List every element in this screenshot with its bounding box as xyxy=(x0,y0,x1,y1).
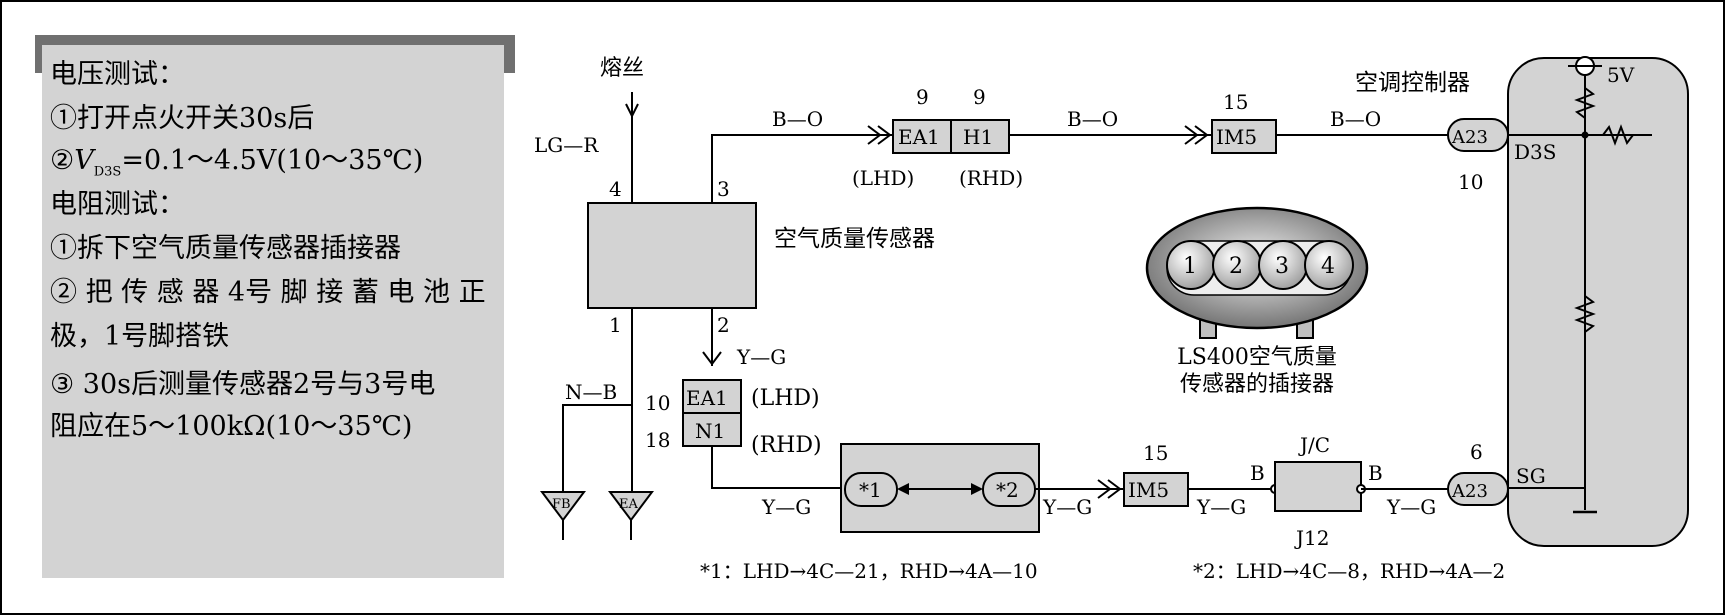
y-g-label-5: Y—G xyxy=(1386,495,1436,519)
star2-label: *2 xyxy=(996,478,1019,502)
star1-terminal xyxy=(844,472,898,507)
n1-pin-number: 18 xyxy=(645,428,670,452)
h1-pin-number: 9 xyxy=(973,85,986,109)
connector-arrow-icon xyxy=(877,125,892,145)
pulldown-resistor-icon xyxy=(1574,295,1596,333)
ea-ground-symbol xyxy=(608,491,654,522)
footnote-star1: *1：LHD→4C—21，RHD→4A—10 xyxy=(700,559,1038,583)
b-o-wire-1 xyxy=(711,134,893,203)
fb-ground-symbol xyxy=(540,491,586,522)
jc-b-left-label: B xyxy=(1250,461,1265,485)
ea1-bottom-label: EA1 xyxy=(686,386,728,410)
voltage-step-2-range: =0.1～4.5V(10～35℃) xyxy=(121,145,424,176)
connector-pin-4-label: 4 xyxy=(1321,254,1335,279)
y-g-label-2: Y—G xyxy=(761,495,811,519)
ea1-bottom-pin-number: 10 xyxy=(645,391,670,415)
sensor-pin-2: 2 xyxy=(717,313,730,337)
im5-bottom-pin-number: 15 xyxy=(1143,441,1168,465)
n1-label: N1 xyxy=(695,419,725,443)
sensor-pin-3: 3 xyxy=(717,177,730,201)
im5-top-pin-number: 15 xyxy=(1223,90,1248,114)
im5-top-label: IM5 xyxy=(1216,125,1257,149)
connector-arrow-icon xyxy=(1194,125,1209,145)
fb-ground-label: FB xyxy=(552,497,571,512)
voltage-step-2-prefix: ② xyxy=(50,145,75,176)
rhd-label-bottom: (RHD) xyxy=(751,433,822,458)
im5-top-connector xyxy=(1211,119,1277,154)
y-g-label-3: Y—G xyxy=(1042,495,1092,519)
connector-arrow-icon xyxy=(1184,125,1199,145)
resistance-step-3-line-2: 阻应在5～100kΩ(10～35℃) xyxy=(50,411,413,442)
sensor-pin-4: 4 xyxy=(609,177,622,201)
fuse-label: 熔丝 xyxy=(600,56,644,81)
ac-controller-box xyxy=(1507,57,1689,547)
voltage-test-heading: 电压测试： xyxy=(50,59,185,90)
jc-b-right-label: B xyxy=(1368,461,1383,485)
lg-r-wire-label: LG—R xyxy=(534,133,599,157)
ea-ground-label: EA xyxy=(619,497,638,512)
jc-label: J/C xyxy=(1298,433,1330,457)
pullup-resistor-icon xyxy=(1574,87,1596,119)
a23-bottom-pin-number: 6 xyxy=(1470,440,1483,464)
a23-top-pin-number: 10 xyxy=(1458,170,1483,194)
resistance-step-3-line-1: ③ 30s后测量传感器2号与3号电 xyxy=(50,369,436,400)
connector-arrow-icon xyxy=(867,125,882,145)
h1-connector-label: H1 xyxy=(963,125,993,149)
resistance-step-1: ①拆下空气质量传感器插接器 xyxy=(50,233,401,264)
n-b-wire-label: N—B xyxy=(565,380,617,404)
a23-top-label: A23 xyxy=(1451,127,1488,148)
lhd-label-bottom: (LHD) xyxy=(751,386,820,411)
fuse-arrow-icon xyxy=(625,103,639,119)
junction-dot xyxy=(1581,131,1589,139)
voltage-step-1: ①打开点火开关30s后 xyxy=(50,103,315,134)
resistance-step-2-line-1: ② 把 传 感 器 4号 脚 接 蓄 电 池 正 xyxy=(50,277,486,308)
connector-arrow-icon xyxy=(1107,479,1122,499)
ac-controller-label: 空调控制器 xyxy=(1355,70,1470,96)
voltage-subscript: D3S xyxy=(93,164,122,180)
resistance-step-2-line-2: 极，1号脚搭铁 xyxy=(50,321,230,352)
b-o-label-1: B—O xyxy=(772,107,823,131)
a23-bottom-label: A23 xyxy=(1451,481,1488,502)
arrow-right-icon xyxy=(971,483,983,495)
b-o-label-2: B—O xyxy=(1067,107,1118,131)
rhd-label-top: (RHD) xyxy=(959,166,1023,190)
jc-junction-connector xyxy=(1274,461,1362,512)
star1-label: *1 xyxy=(859,478,882,502)
input-resistor-icon xyxy=(1602,124,1634,146)
connector-caption-line-1: LS400空气质量 xyxy=(1177,345,1337,370)
footnote-star2: *2：LHD→4C—8，RHD→4A—2 xyxy=(1193,559,1505,583)
voltage-variable: V xyxy=(74,145,94,176)
arrow-left-icon xyxy=(897,483,909,495)
im5-bottom-connector xyxy=(1123,472,1189,507)
connector-pin-1-label: 1 xyxy=(1183,254,1197,279)
ea1-pin-number: 9 xyxy=(916,85,929,109)
sg-terminal-label: SG xyxy=(1516,464,1546,488)
air-quality-sensor-label: 空气质量传感器 xyxy=(774,226,935,252)
d3s-terminal-label: D3S xyxy=(1514,140,1556,164)
lhd-label-top: (LHD) xyxy=(852,166,914,190)
connector-caption-line-2: 传感器的插接器 xyxy=(1180,372,1334,397)
air-quality-sensor-box xyxy=(587,202,757,309)
connector-pin-3-label: 3 xyxy=(1275,254,1289,279)
resistance-test-heading: 电阻测试： xyxy=(50,189,185,220)
ea1-connector-label: EA1 xyxy=(898,125,940,149)
b-o-label-3: B—O xyxy=(1330,107,1381,131)
connector-pin-4 xyxy=(1304,240,1354,290)
connector-arrow-icon xyxy=(1097,479,1112,499)
y-g-wire-2 xyxy=(711,446,845,489)
a23-bottom-pin xyxy=(1447,472,1509,506)
y-g-label-4: Y—G xyxy=(1196,495,1246,519)
voltage-step-2: ②VD3S=0.1～4.5V(10～35℃) xyxy=(50,144,423,189)
y-g-label-1: Y—G xyxy=(736,345,786,369)
connector-pin-2-label: 2 xyxy=(1229,254,1243,279)
j12-label: J12 xyxy=(1294,526,1329,550)
notes-panel xyxy=(42,45,504,578)
im5-bottom-label: IM5 xyxy=(1128,478,1169,502)
ground-wire-fb xyxy=(562,404,632,492)
supply-5v-label: 5V xyxy=(1607,63,1635,87)
sensor-pin-1: 1 xyxy=(609,313,622,337)
connector-arrow-icon xyxy=(702,351,722,366)
